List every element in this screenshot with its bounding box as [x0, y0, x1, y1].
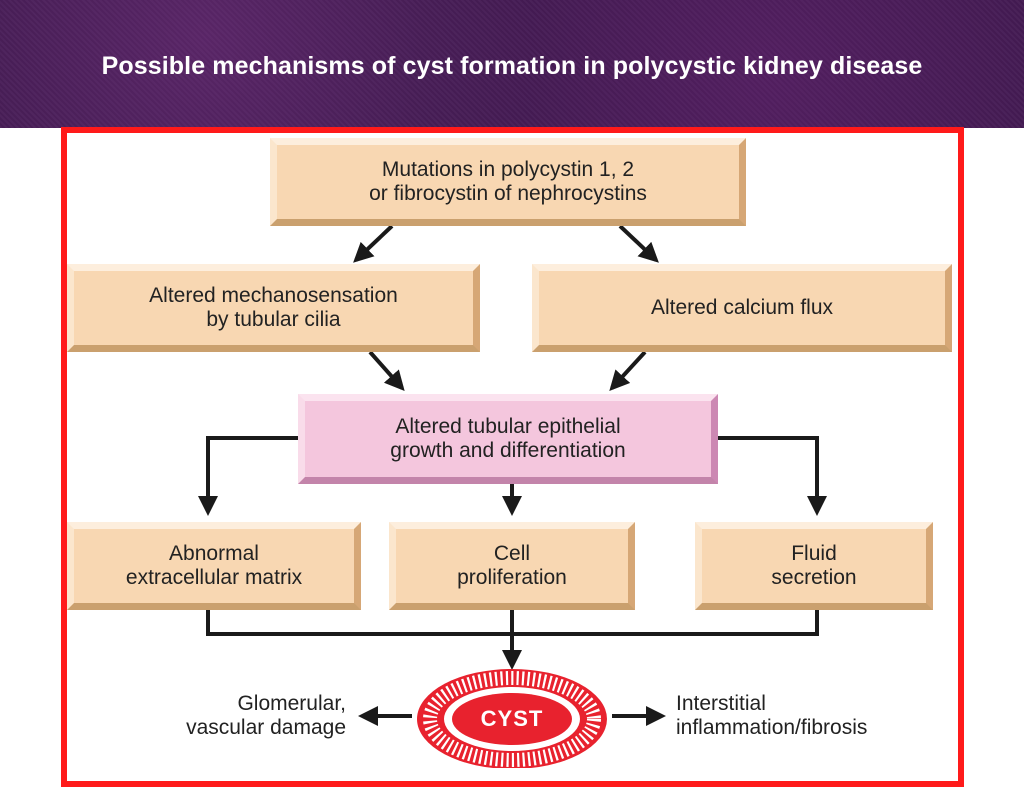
box-altered-mechanosensation: Altered mechanosensation by tubular cili… — [67, 264, 480, 352]
box-fluid-secretion: Fluid secretion — [695, 522, 933, 610]
outcome-glomerular-vascular-damage: Glomerular, vascular damage — [186, 692, 346, 740]
arrow-mutations-to-mechanosensation — [353, 224, 394, 263]
cyst-label: CYST — [480, 706, 544, 731]
cyst-spoke-ring — [423, 671, 601, 767]
title-banner: Possible mechanisms of cyst formation in… — [0, 0, 1024, 128]
box-abnormal-extracellular-matrix: Abnormal extracellular matrix — [67, 522, 361, 610]
outcome-interstitial-inflammation-fibrosis: Interstitial inflammation/fibrosis — [676, 692, 868, 740]
arrow-mechanosensation-to-epithelial — [368, 350, 405, 391]
box-altered-calcium-flux: Altered calcium flux — [532, 264, 952, 352]
box-cell-proliferation: Cell proliferation — [389, 522, 635, 610]
connector-lines — [198, 224, 827, 768]
cyst-core — [452, 693, 572, 745]
box-mutations: Mutations in polycystin 1, 2 or fibrocys… — [270, 138, 746, 226]
box-altered-epithelial-growth: Altered tubular epithelial growth and di… — [298, 394, 718, 484]
arrow-epithelial-to-secretion — [714, 436, 827, 516]
arrow-calcium-to-epithelial — [609, 350, 647, 391]
arrow-mutations-to-calcium — [618, 224, 659, 263]
arrow-epithelial-to-matrix — [198, 436, 301, 516]
slide-title: Possible mechanisms of cyst formation in… — [101, 52, 923, 80]
